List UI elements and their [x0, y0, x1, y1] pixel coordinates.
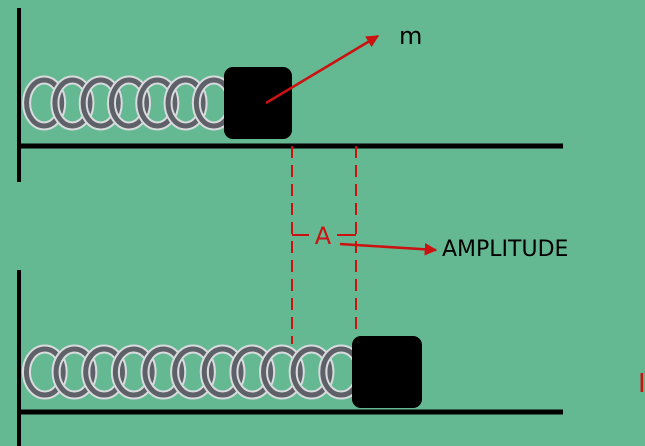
- spring-coil-loop: [142, 346, 185, 398]
- amplitude-pointer-arrow: [339, 242, 438, 256]
- edge-text-fragment: I: [638, 369, 645, 399]
- amplitude-symbol: A: [315, 222, 332, 250]
- spring-coil-loop: [24, 77, 65, 129]
- top-mass-block: [224, 67, 292, 139]
- spring-coil-loop: [231, 346, 274, 398]
- bottom-system: [17, 270, 563, 446]
- top-system: m: [17, 8, 563, 182]
- bottom-spring: [21, 344, 365, 400]
- bottom-mass-block: [352, 336, 422, 408]
- spring-coil-loop: [83, 346, 125, 398]
- mass-pointer-arrow: [265, 34, 380, 105]
- amplitude-symbol-backdrop: [309, 221, 337, 247]
- spring-coil-loop: [172, 346, 214, 398]
- spring-coil-loop: [201, 346, 244, 398]
- spring-coil-loop: [290, 346, 333, 398]
- spring-coil-loop: [52, 77, 93, 129]
- spring-coil-loop: [261, 346, 303, 398]
- spring-coil-loop: [112, 346, 155, 398]
- amplitude-annotation: A AMPLITUDE: [291, 146, 568, 344]
- spring-coil-loop: [137, 77, 178, 129]
- mass-label: m: [399, 22, 422, 50]
- spring-coil-loop: [80, 77, 121, 129]
- spring-coil-loop: [165, 77, 206, 129]
- top-spring: [22, 75, 236, 131]
- spring-coil-loop: [23, 346, 66, 398]
- amplitude-label: AMPLITUDE: [442, 237, 568, 262]
- spring-coil-loop: [108, 77, 150, 129]
- spring-coil-loop: [53, 346, 96, 398]
